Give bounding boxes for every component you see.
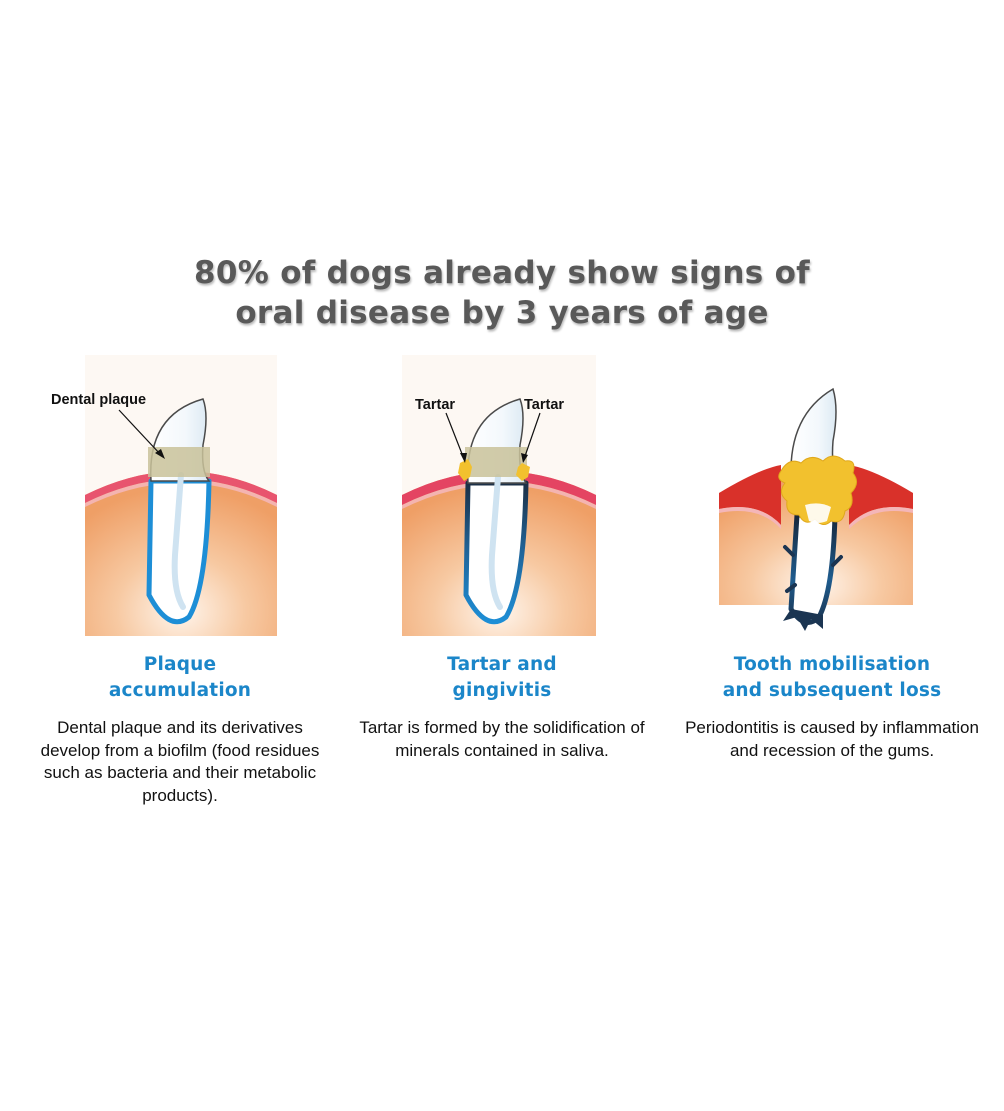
root bbox=[463, 480, 529, 625]
headline-line-1: 80% of dogs already show signs of bbox=[194, 255, 810, 291]
headline: 80% of dogs already show signs of oral d… bbox=[0, 253, 1004, 333]
gum-line bbox=[85, 471, 277, 503]
stage-title: Plaque accumulation bbox=[108, 654, 252, 701]
receding-gum bbox=[719, 465, 781, 525]
root bbox=[146, 478, 212, 625]
callout-arrow bbox=[118, 409, 162, 456]
tooth-plaque-illustration bbox=[85, 355, 277, 636]
callout-dental-plaque: Dental plaque bbox=[51, 392, 147, 408]
stage-description: Dental plaque and its derivatives develo… bbox=[40, 718, 320, 805]
stage-description: Periodontitis is caused by inflammation … bbox=[685, 718, 979, 760]
tartar-mass bbox=[778, 455, 857, 525]
stage-description: Tartar is formed by the solidification o… bbox=[359, 718, 645, 760]
tooth-loss-illustration bbox=[719, 387, 913, 631]
callout-tartar-left: Tartar bbox=[415, 397, 456, 413]
tartar-left bbox=[458, 459, 472, 481]
inflamed-gum bbox=[402, 471, 596, 505]
stage-title: Tooth mobilisation and subsequent loss bbox=[722, 654, 942, 701]
tooth-tartar-illustration bbox=[402, 355, 596, 636]
root bbox=[788, 512, 838, 625]
plaque-band bbox=[465, 447, 527, 477]
stage-title: Tartar and gingivitis bbox=[447, 654, 557, 701]
tartar-right bbox=[516, 463, 530, 481]
headline-line-2: oral disease by 3 years of age bbox=[235, 295, 769, 331]
callout-tartar-right: Tartar bbox=[524, 397, 565, 413]
